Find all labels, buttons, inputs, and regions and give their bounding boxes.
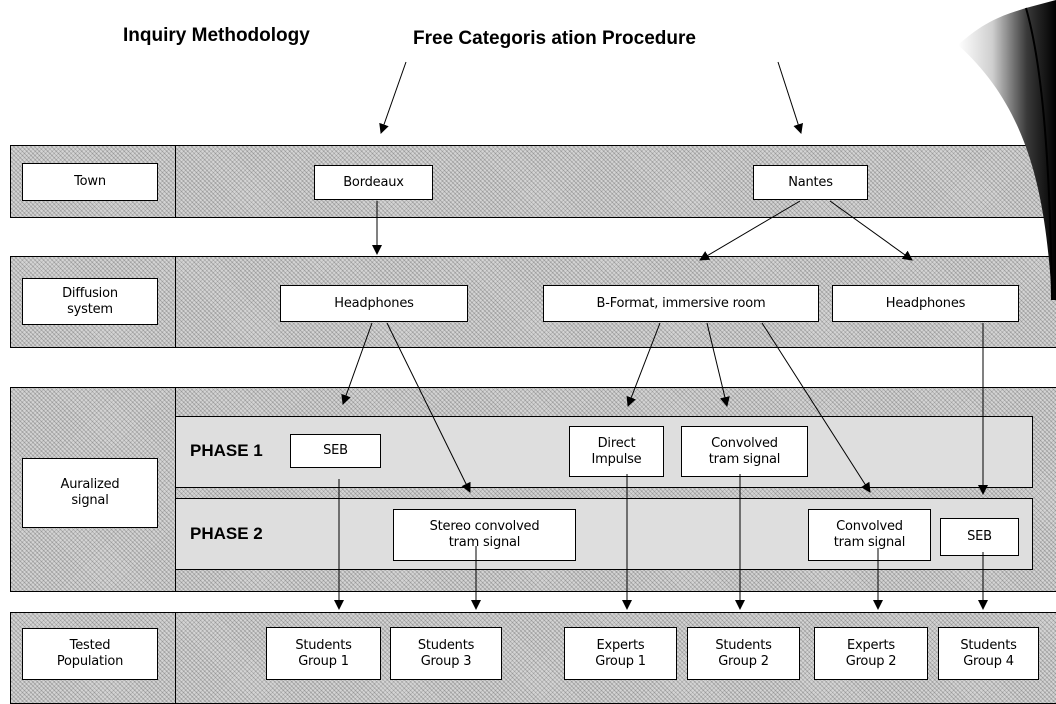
row-label-auralized-signal: Auralized signal bbox=[22, 458, 158, 528]
stereo-convolved-box: Stereo convolved tram signal bbox=[393, 509, 576, 561]
seb-phase2-box: SEB bbox=[940, 518, 1019, 556]
seb-phase1-box: SEB bbox=[290, 434, 381, 468]
experts-group-2-box: Experts Group 2 bbox=[814, 627, 928, 680]
arrow-bformat-direct bbox=[626, 322, 661, 407]
band-divider bbox=[175, 388, 176, 591]
arrow-headphones-seb bbox=[341, 322, 373, 405]
convolved-phase2-box: Convolved tram signal bbox=[808, 509, 931, 561]
band-divider bbox=[175, 257, 176, 347]
arrow-headphones-stereo bbox=[386, 322, 471, 493]
page-curl-decoration bbox=[958, 0, 1056, 300]
students-group-3-box: Students Group 3 bbox=[390, 627, 502, 680]
arrow-bformat-convolved1 bbox=[706, 322, 730, 407]
phase-2-label: PHASE 2 bbox=[190, 524, 263, 543]
direct-impulse-box: Direct Impulse bbox=[569, 426, 664, 477]
b-format-box: B-Format, immersive room bbox=[543, 285, 819, 322]
students-group-2-box: Students Group 2 bbox=[687, 627, 800, 680]
row-label-tested-population: Tested Population bbox=[22, 628, 158, 680]
row-label-town: Town bbox=[22, 163, 158, 201]
phase-1-label: PHASE 1 bbox=[190, 441, 263, 460]
band-divider bbox=[175, 613, 176, 703]
nantes-box: Nantes bbox=[753, 165, 868, 200]
free-categorisation-procedure-title: Free Categoris ation Procedure bbox=[413, 28, 696, 49]
arrow-title-right bbox=[777, 61, 803, 134]
students-group-4-box: Students Group 4 bbox=[938, 627, 1039, 680]
students-group-1-box: Students Group 1 bbox=[266, 627, 381, 680]
headphones-left-box: Headphones bbox=[280, 285, 468, 322]
arrow-nantes-headphones bbox=[829, 200, 913, 261]
headphones-right-box: Headphones bbox=[832, 285, 1019, 322]
convolved-phase1-box: Convolved tram signal bbox=[681, 426, 808, 477]
arrow-nantes-bformat bbox=[699, 200, 801, 261]
experts-group-1-box: Experts Group 1 bbox=[564, 627, 677, 680]
arrow-title-left bbox=[379, 61, 407, 134]
inquiry-methodology-title: Inquiry Methodology bbox=[123, 25, 310, 46]
arrow-bformat-convolved2 bbox=[761, 322, 871, 493]
band-divider bbox=[175, 146, 176, 217]
town-band bbox=[10, 145, 1056, 218]
bordeaux-box: Bordeaux bbox=[314, 165, 433, 200]
row-label-diffusion-system: Diffusion system bbox=[22, 278, 158, 325]
